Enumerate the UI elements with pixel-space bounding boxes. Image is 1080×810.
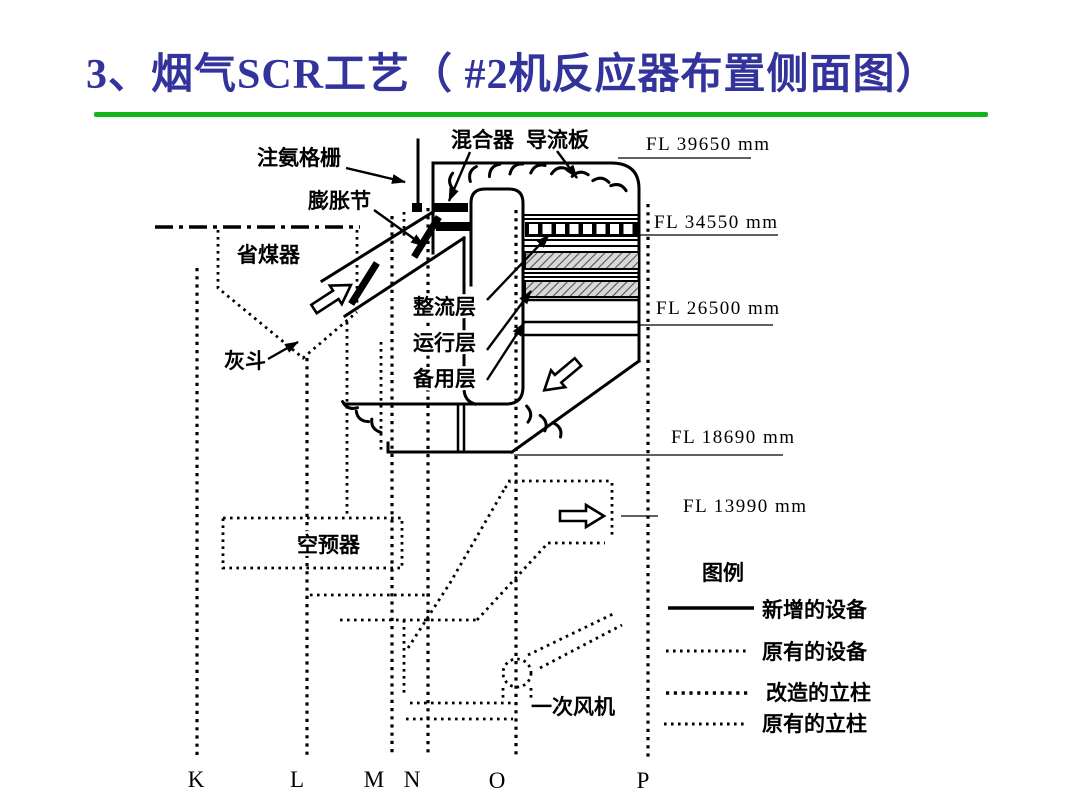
elevation-label-13990: FL 13990 mm (683, 496, 808, 517)
mixer-elements (412, 203, 470, 231)
reactor-top-horn (431, 161, 641, 255)
label-rectifier-layer: 整流层 (413, 295, 476, 319)
column-label-k: K (188, 767, 205, 792)
label-spare-layer: 备用层 (412, 367, 476, 391)
primary-fan-casing (501, 657, 533, 689)
leader-spare-layer (485, 322, 526, 381)
label-air-preheater: 空预器 (297, 533, 361, 557)
below-preheater-lines (310, 593, 477, 622)
column-label-p: P (637, 768, 650, 793)
legend-entry-existing-equipment: 原有的设备 (762, 640, 868, 664)
label-mixer: 混合器 (451, 128, 515, 152)
label-operating-layer: 运行层 (413, 331, 476, 355)
column-grid (195, 204, 650, 757)
reactor-mid-beams (523, 298, 641, 337)
flue-duct-13990 (406, 479, 614, 649)
hopper-diagonal (509, 358, 642, 455)
label-guide-plate: 导流板 (526, 128, 590, 152)
elevation-label-18690: FL 18690 mm (671, 427, 796, 448)
label-ash-hopper: 灰斗 (224, 349, 266, 373)
elevation-label-26500: FL 26500 mm (656, 298, 781, 319)
legend-entry-modified-columns: 改造的立柱 (766, 681, 871, 705)
leader-expansion-joint (373, 209, 425, 247)
column-label-l: L (290, 767, 304, 792)
column-label-m: M (364, 767, 384, 792)
legend: 图例 新增的设备 原有的设备 改造的立柱 原有的立柱 (664, 559, 874, 739)
reactor-left-wall-outlet-top (344, 283, 525, 406)
expansion-joint-flange-2 (411, 215, 442, 259)
outlet-duct-bottom (386, 441, 514, 454)
outlet-flow-arrow (558, 503, 606, 529)
hopper-flow-arrow (535, 352, 587, 401)
legend-entry-existing-columns: 原有的立柱 (762, 712, 867, 736)
label-economizer: 省煤器 (236, 243, 301, 267)
mixer-strip-2 (436, 222, 470, 231)
catalyst-layer-1 (524, 251, 640, 270)
label-expansion-joint: 膨胀节 (308, 189, 371, 213)
leader-rectifier-layer (486, 234, 550, 301)
inlet-duct-lower (342, 235, 467, 319)
label-ammonia-grid: 注氨格栅 (257, 146, 341, 170)
label-leaders (267, 150, 578, 381)
leader-ash-hopper (267, 340, 299, 361)
leader-guide-plate (556, 150, 578, 179)
mixer-strip-1 (433, 203, 468, 212)
economizer-downcomer (345, 322, 383, 516)
fan-foundation (406, 701, 513, 721)
inlet-duct-upper (319, 209, 436, 284)
leader-mixer (447, 151, 472, 202)
outlet-duct-crossing (456, 404, 466, 453)
page-title: 3、烟气SCR工艺（ #2机反应器布置侧面图） (86, 52, 939, 98)
elevation-lines (514, 157, 783, 517)
title-underline-rule (94, 112, 988, 117)
rectifier-layer-band (525, 222, 639, 237)
elevation-label-34550: FL 34550 mm (654, 212, 779, 233)
fan-discharge-duct (527, 611, 623, 670)
catalyst-layer-2 (524, 280, 640, 298)
elevation-label-39650: FL 39650 mm (646, 134, 771, 155)
fan-supports (402, 212, 533, 702)
reactor-top-beams (522, 214, 640, 278)
column-label-o: O (489, 768, 506, 793)
riser-right-wall (462, 236, 477, 406)
aig-node (412, 203, 422, 212)
legend-entry-new-equipment: 新增的设备 (762, 598, 868, 622)
legend-title: 图例 (702, 561, 744, 585)
expansion-joint-flange-1 (348, 261, 380, 306)
leader-ammonia-grid (345, 166, 406, 184)
column-label-n: N (404, 767, 421, 792)
elevation-labels: FL 39650 mm FL 34550 mm FL 26500 mm FL 1… (644, 132, 809, 520)
leader-operating-layer (486, 290, 532, 351)
column-labels: K L M N O P (185, 765, 652, 796)
equipment-labels: 注氨格栅 混合器 导流板 膨胀节 省煤器 灰斗 整流层 运行层 备用层 空预器 … (222, 126, 618, 722)
label-primary-fan: 一次风机 (531, 695, 615, 719)
riser-hump (469, 187, 525, 287)
air-preheater-box (221, 516, 404, 570)
existing-equipment-dotted (216, 212, 623, 721)
